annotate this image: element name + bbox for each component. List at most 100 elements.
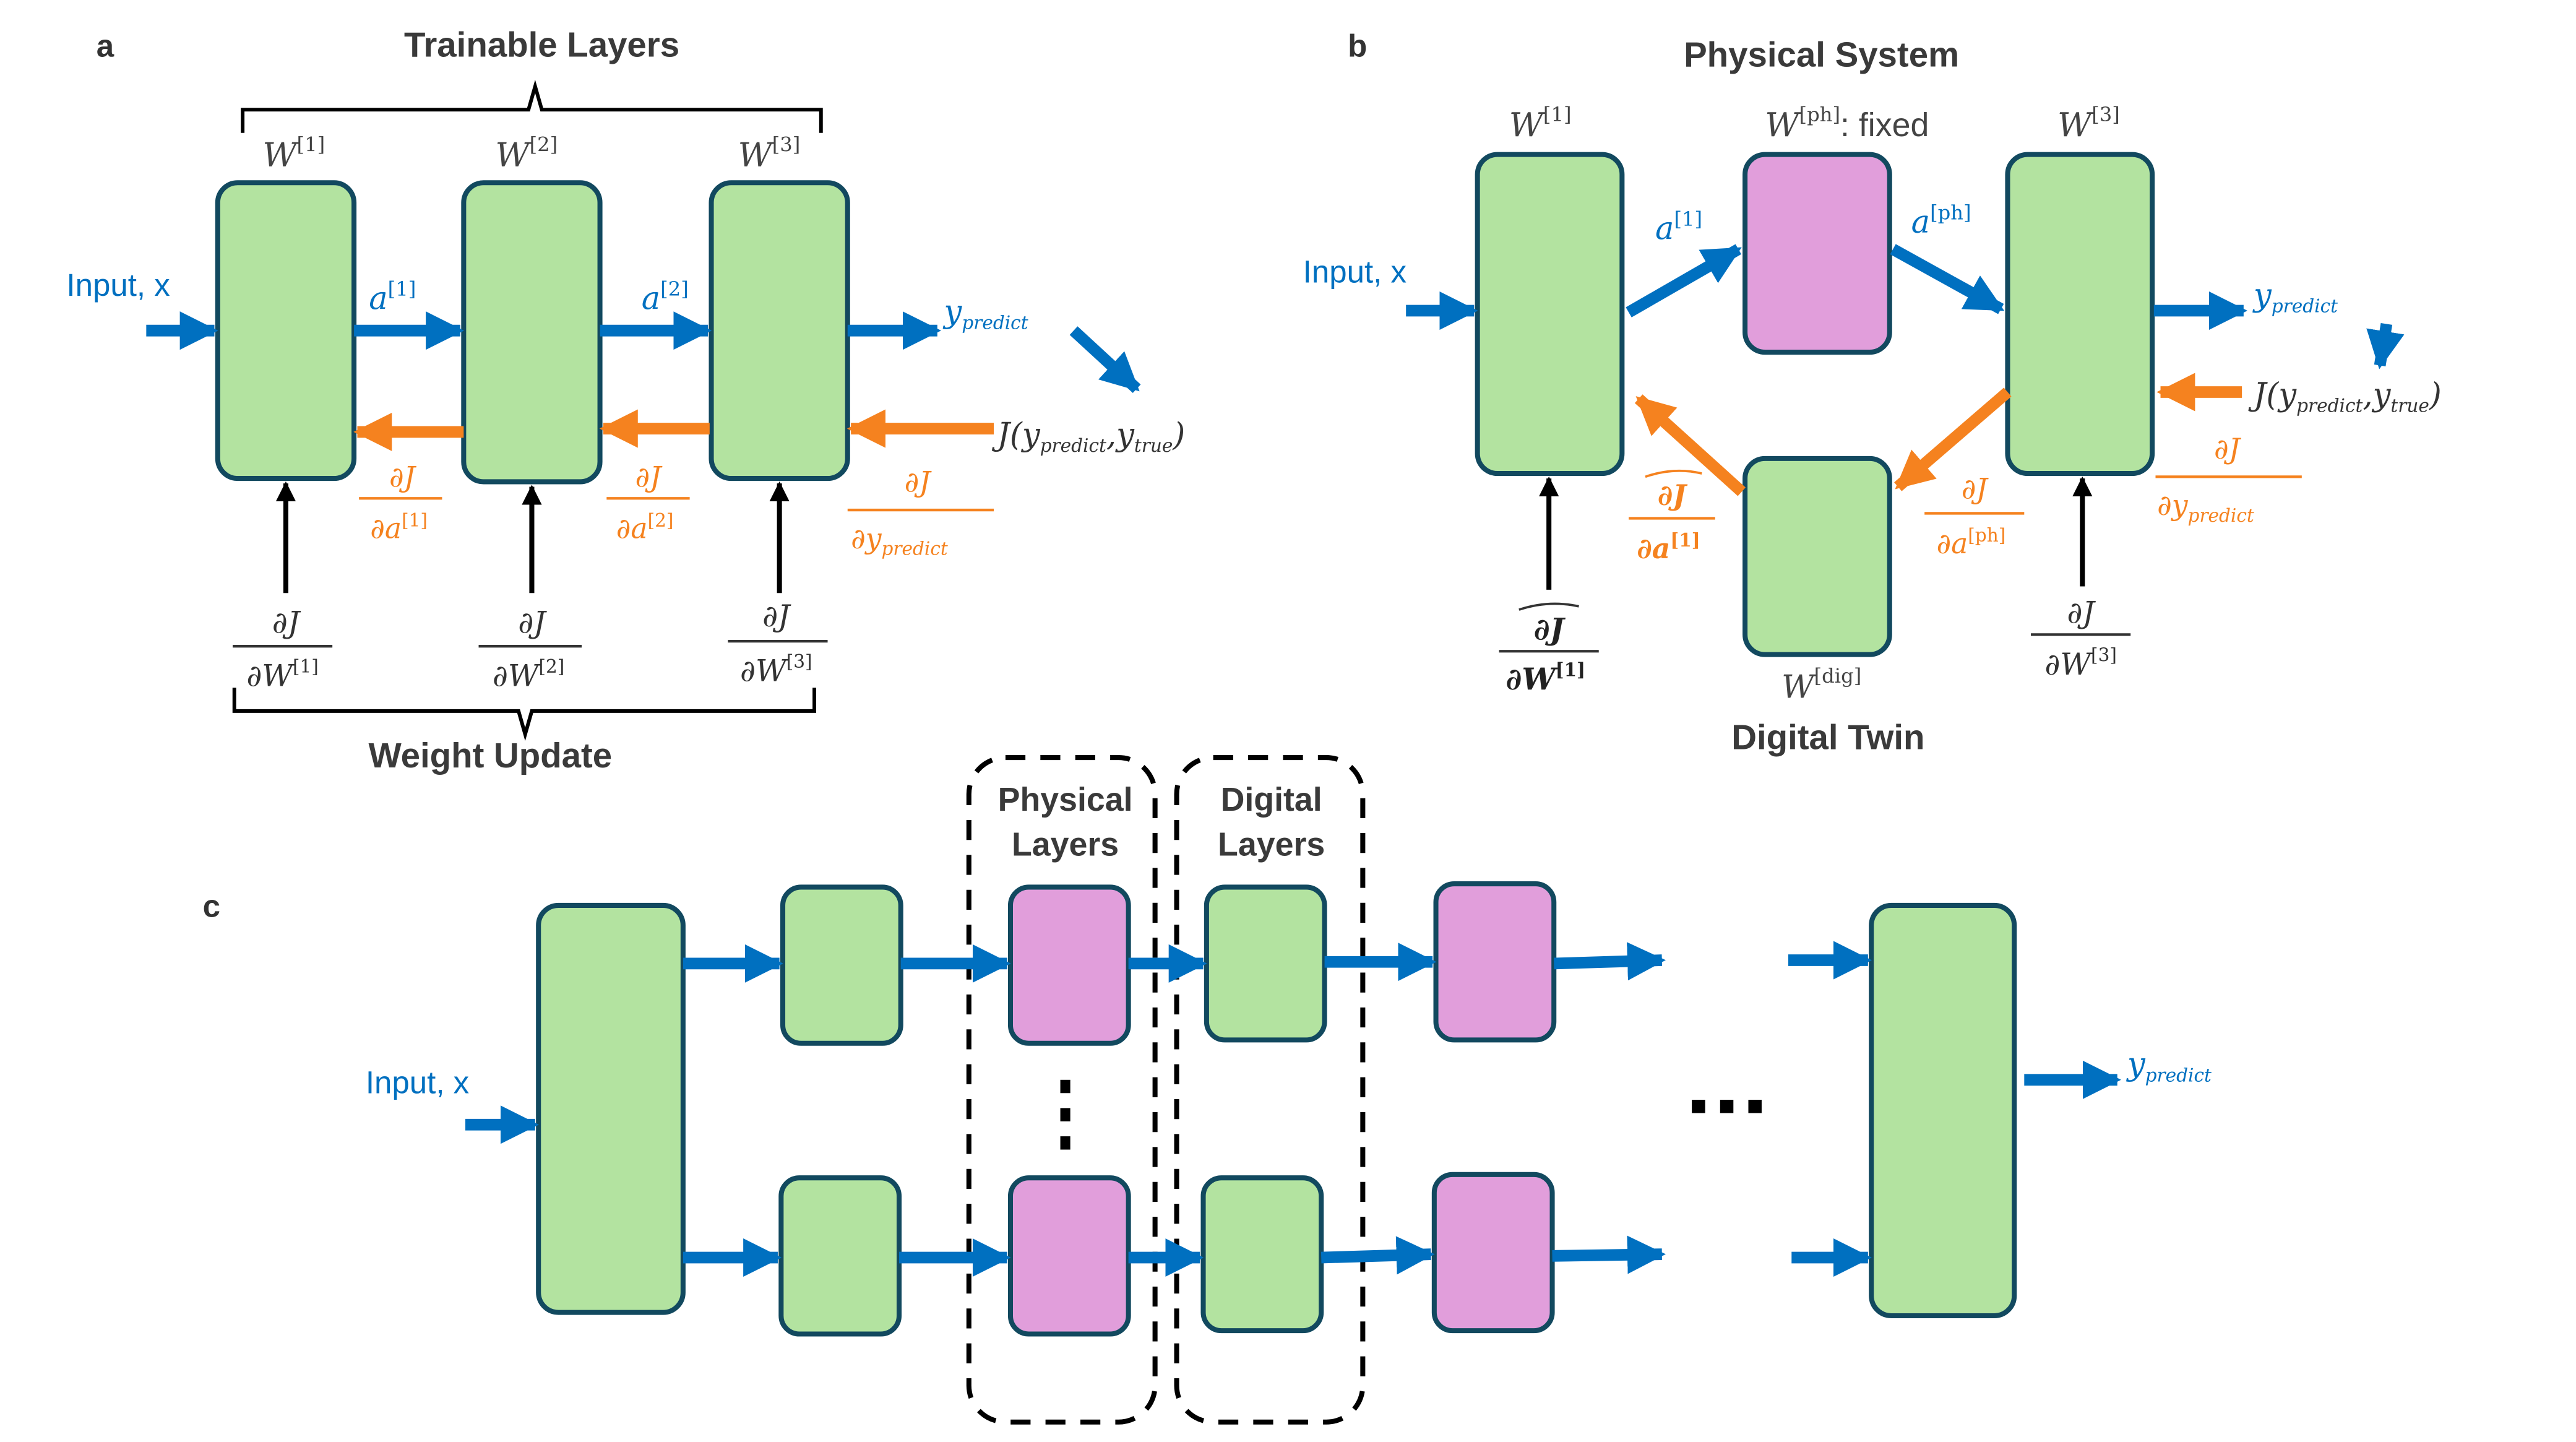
c-top-arrow-5 xyxy=(1553,942,1666,981)
physical-layers-label-line2: Layers xyxy=(1012,826,1119,863)
panel-b: b Physical System W[1] W[ph]: fixed W[3]… xyxy=(1303,28,2442,756)
b-output-label: ypredict xyxy=(2252,277,2338,317)
c-output-label: ypredict xyxy=(2126,1047,2212,1086)
svg-text:∂W[1]: ∂W[1] xyxy=(246,656,319,693)
b-to-loss-arrow xyxy=(2366,322,2405,369)
b-weight-label-1: W[1] xyxy=(1509,103,1572,144)
grad-da2: ∂J ∂a[2] xyxy=(606,461,690,545)
b-loss-label: J(ypredict,ytrue) xyxy=(2248,377,2442,417)
b-layer-3-box xyxy=(2005,152,2155,477)
svg-text:∂J: ∂J xyxy=(2067,596,2096,631)
input-label: Input, x xyxy=(66,267,170,303)
weight-update-label: Weight Update xyxy=(368,736,612,775)
svg-text:∂a[1]: ∂a[1] xyxy=(370,510,428,545)
panel-c-letter: c xyxy=(203,889,220,924)
c-bottom-digital-1 xyxy=(1200,1175,1324,1334)
svg-text:∂W[2]: ∂W[2] xyxy=(493,656,565,693)
svg-text:∂a[2]: ∂a[2] xyxy=(616,510,674,545)
b-grad-dy-predict: ∂J ∂ypredict xyxy=(2155,433,2302,526)
c-input-layer-box xyxy=(536,902,686,1315)
c-input-label: Input, x xyxy=(366,1064,469,1100)
c-bottom-physical-1 xyxy=(1007,1175,1131,1337)
layer-1-box xyxy=(215,180,357,481)
svg-text:∂ypredict: ∂ypredict xyxy=(2157,489,2254,526)
panel-c: c Physical Layers Digital Layers Input, … xyxy=(203,755,2212,1425)
svg-text:∂J: ∂J xyxy=(1962,472,1989,505)
svg-text:∂ypredict: ∂ypredict xyxy=(851,522,948,559)
b-grad-dw1-approx: ∂J ∂W[1] xyxy=(1499,602,1599,697)
c-bottom-arrow-5 xyxy=(1552,1235,1666,1274)
svg-text:∂J: ∂J xyxy=(1658,478,1688,512)
svg-text:∂a[ph]: ∂a[ph] xyxy=(1936,525,2005,560)
layer-2-box xyxy=(461,180,603,485)
digital-layers-label-line1: Digital xyxy=(1221,781,1322,818)
b-grad-da-ph: ∂J ∂a[ph] xyxy=(1924,472,2025,560)
b-weight-label-3: W[3] xyxy=(2057,103,2120,144)
b-backward-arrow-dig xyxy=(1894,387,2012,491)
svg-text:∂J: ∂J xyxy=(389,461,417,494)
b-weight-label-ph: W[ph]: fixed xyxy=(1765,103,1929,144)
svg-text:∂J: ∂J xyxy=(1534,612,1566,647)
activation-label-2: a[2] xyxy=(642,277,689,317)
loss-label: J(ypredict,ytrue) xyxy=(991,417,1185,456)
bottom-brace xyxy=(232,688,816,741)
svg-text:∂J: ∂J xyxy=(762,599,791,634)
c-output-layer-box xyxy=(1869,902,2017,1318)
approx-tilde xyxy=(1518,602,1579,611)
top-brace xyxy=(241,79,823,133)
svg-text:∂J: ∂J xyxy=(635,461,663,494)
weight-label-1: W[1] xyxy=(262,132,325,174)
b-forward-arrow-ph xyxy=(1890,244,2005,314)
panel-b-letter: b xyxy=(1348,28,1367,63)
b-weight-label-dig: W[dig] xyxy=(1781,664,1861,706)
activation-label-1: a[1] xyxy=(369,277,416,317)
svg-text:∂J: ∂J xyxy=(518,606,547,641)
c-top-digital-1 xyxy=(1204,884,1327,1043)
physical-system-label: Physical System xyxy=(1684,35,1959,74)
b-activation-label-ph: a[ph] xyxy=(1911,201,1971,240)
c-bottom-arrow-4 xyxy=(1320,1236,1435,1275)
svg-text:∂J: ∂J xyxy=(905,466,933,499)
grad-dw2: ∂J ∂W[2] xyxy=(478,606,582,694)
c-top-layer-1 xyxy=(780,884,903,1046)
panel-a: a Trainable Layers W[1] W[2] W[3] Input,… xyxy=(66,25,1185,775)
grad-da1: ∂J ∂a[1] xyxy=(359,461,442,545)
b-grad-da1-approx: ∂J ∂a[1] xyxy=(1629,469,1715,565)
digital-twin-label: Digital Twin xyxy=(1731,718,1924,757)
output-label: ypredict xyxy=(943,294,1028,334)
svg-text:∂W[1]: ∂W[1] xyxy=(1506,659,1585,697)
svg-text:∂a[1]: ∂a[1] xyxy=(1637,529,1700,565)
b-grad-dw3: ∂J ∂W[3] xyxy=(2031,596,2131,682)
svg-text:∂W[3]: ∂W[3] xyxy=(740,651,812,688)
svg-text:∂J: ∂J xyxy=(272,606,301,641)
layer-3-box xyxy=(709,180,850,481)
c-bottom-layer-1 xyxy=(778,1175,902,1337)
digital-layers-label-line2: Layers xyxy=(1218,826,1325,863)
weight-label-3: W[3] xyxy=(738,132,800,174)
b-input-label: Input, x xyxy=(1303,254,1406,289)
weight-label-2: W[2] xyxy=(495,132,558,174)
approx-tilde xyxy=(1645,469,1702,478)
physical-layers-group xyxy=(966,755,1158,1425)
grad-dw3: ∂J ∂W[3] xyxy=(728,599,828,689)
to-loss-arrow xyxy=(1069,326,1141,394)
vertical-ellipsis xyxy=(1060,1079,1070,1150)
panel-a-letter: a xyxy=(97,28,114,63)
horizontal-ellipsis xyxy=(1692,1100,1762,1113)
layer-weight-labels: W[1] W[2] W[3] xyxy=(262,132,800,174)
c-top-physical-1 xyxy=(1007,884,1131,1046)
c-top-physical-2 xyxy=(1433,881,1557,1043)
svg-text:∂J: ∂J xyxy=(2214,433,2242,465)
grad-dw1: ∂J ∂W[1] xyxy=(233,606,333,694)
b-physical-layer-box xyxy=(1742,152,1892,355)
svg-text:∂W[3]: ∂W[3] xyxy=(2044,644,2117,681)
b-activation-label-1: a[1] xyxy=(1655,207,1702,247)
trainable-layers-label: Trainable Layers xyxy=(404,25,679,64)
b-forward-arrow-1 xyxy=(1626,244,1742,317)
grad-dy-predict: ∂J ∂ypredict xyxy=(847,466,994,559)
physical-layers-label-line1: Physical xyxy=(998,781,1133,818)
digital-layers-group xyxy=(1174,755,1366,1425)
c-bottom-physical-2 xyxy=(1431,1172,1555,1334)
